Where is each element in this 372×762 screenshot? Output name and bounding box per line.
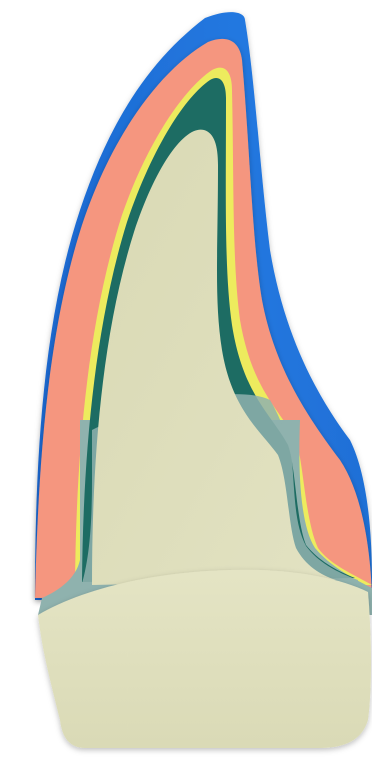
base-block <box>38 570 371 748</box>
